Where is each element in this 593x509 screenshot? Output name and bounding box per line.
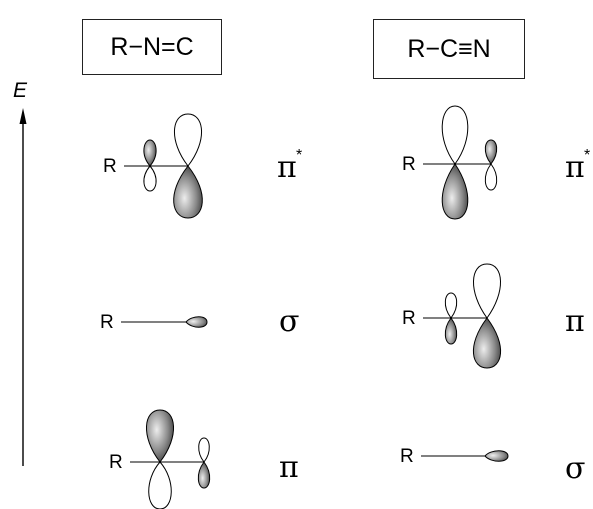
right-pi-star-orbital — [423, 105, 498, 220]
right-pi-star-label: π — [565, 150, 585, 185]
isocyanide-title: R−N=C — [110, 32, 194, 61]
left-sigma-r-label: R — [100, 312, 114, 333]
right-pi-label: π — [565, 304, 585, 339]
isocyanide-title-box: R−N=C — [82, 19, 222, 75]
right-pi-r-label: R — [402, 308, 416, 329]
nitrile-title-box: R−C≡N — [373, 19, 525, 79]
right-pi-orbital — [423, 263, 502, 369]
right-pi-star-asterisk: * — [584, 147, 591, 164]
left-pi-orbital — [130, 409, 211, 509]
right-sigma-label: σ — [565, 451, 586, 486]
left-pi-star-orbital — [124, 113, 203, 219]
left-pi-star-asterisk: * — [296, 147, 303, 164]
left-sigma-label: σ — [279, 304, 300, 339]
right-sigma-orbital — [421, 450, 509, 462]
nitrile-title: R−C≡N — [407, 34, 491, 63]
left-pi-r-label: R — [109, 452, 123, 473]
left-pi-label: π — [279, 450, 299, 485]
left-pi-star-label: π — [277, 150, 297, 185]
left-pi-star-r-label: R — [103, 156, 117, 177]
left-sigma-orbital — [121, 316, 208, 328]
right-sigma-r-label: R — [400, 446, 414, 467]
right-pi-star-r-label: R — [402, 154, 416, 175]
energy-axis-label: E — [13, 79, 28, 102]
